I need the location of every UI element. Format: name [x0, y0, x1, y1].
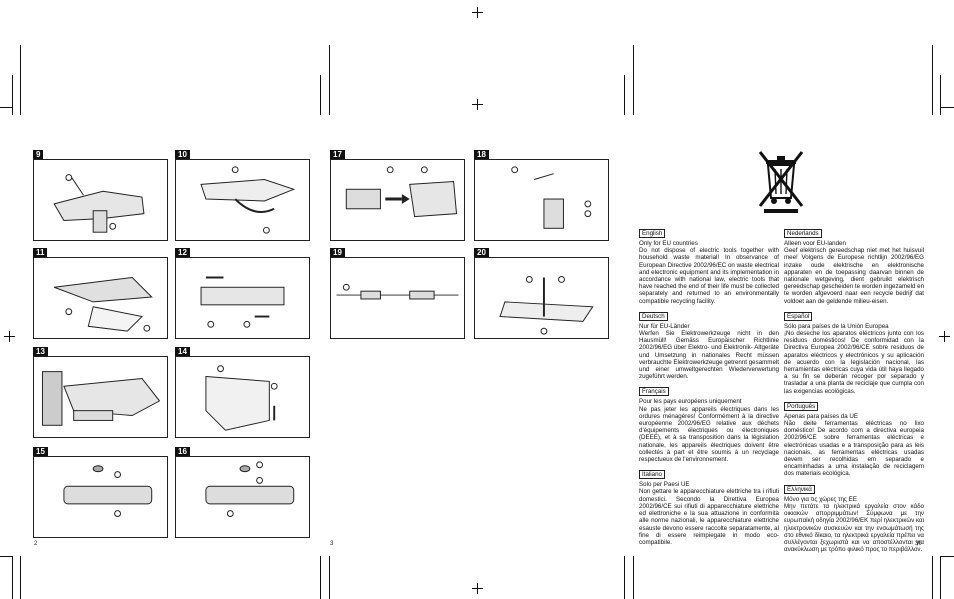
language-heading: Nederlands	[784, 229, 822, 238]
crossed-out-bin-icon	[752, 148, 810, 214]
language-subheading: Pour les pays européens uniquement	[639, 398, 742, 406]
language-subheading: Apenas para países da UE	[784, 412, 858, 420]
language-heading: Italiano	[639, 470, 665, 480]
tool-illustration	[499, 276, 594, 335]
tool-illustration	[200, 166, 296, 234]
figure-number: 19	[330, 248, 345, 257]
language-subheading: Only for EU countries	[639, 240, 698, 247]
figure-panel: 10	[175, 150, 310, 241]
page-number-right: 30	[915, 541, 922, 547]
language-heading: English	[639, 229, 666, 238]
figure-panel: 17	[330, 150, 465, 241]
language-body-text: Não deite ferramentas eléctricas no lixo…	[784, 420, 924, 478]
figure-panel: 15	[33, 447, 168, 538]
figure-panel: 16	[175, 447, 310, 538]
figure-number: 15	[33, 447, 48, 456]
language-heading: Français	[639, 387, 669, 397]
language-heading: Ελληνικά	[784, 484, 815, 494]
language-subheading: Sólo para países de la Unión Europea	[784, 322, 889, 330]
figure-number: 16	[175, 447, 190, 456]
language-heading: Español	[784, 311, 813, 321]
language-heading: Português	[784, 401, 819, 411]
tool-illustration	[53, 174, 145, 233]
tool-illustration	[200, 276, 285, 328]
tool-illustration	[336, 283, 459, 300]
language-body-text: Werfen Sie Elektrowerkzeuge nicht in den…	[639, 330, 779, 381]
figure-number: 9	[33, 150, 44, 159]
tool-illustration	[511, 166, 592, 229]
language-body-text: Ne pas jeter les appareils électriques d…	[639, 405, 779, 464]
figure-panel: 11	[33, 248, 168, 339]
language-body-text: Geef elektrisch gereedschap niet met het…	[784, 247, 925, 305]
language-body-text: Non gettare le apparecchiature elettrich…	[639, 488, 779, 546]
figure-number: 12	[175, 248, 190, 257]
figure-number: 17	[330, 150, 345, 159]
figure-panel: 13	[33, 347, 168, 438]
figure-panel: 14	[175, 347, 310, 438]
figure-panel: 19	[330, 248, 465, 339]
language-subheading: Μόνο για τις χώρες της ΕΕ	[784, 495, 857, 503]
tool-illustration	[53, 276, 153, 332]
figure-number: 14	[175, 347, 190, 356]
language-body-text: Μην πετάτε τα ηλεκτρικά εργαλεία στον κά…	[784, 502, 924, 554]
page-number-left: 2	[34, 541, 38, 547]
tool-illustration	[205, 461, 295, 517]
tool-illustration	[345, 166, 458, 218]
figure-panel: 18	[474, 150, 609, 241]
tool-illustration	[205, 365, 278, 431]
figure-panel: 20	[474, 248, 609, 339]
tool-illustration	[41, 371, 161, 426]
figure-number: 10	[175, 150, 190, 159]
language-subheading: Alleen voor EU-landen	[784, 240, 846, 247]
figure-number: 11	[33, 248, 48, 257]
language-subheading: Solo per Paesi UE	[639, 481, 690, 489]
figure-panel: 12	[175, 248, 310, 339]
language-heading: Deutsch	[639, 311, 668, 321]
tool-illustration	[63, 465, 153, 517]
figure-number: 18	[474, 150, 489, 159]
language-body-text: ¡No deseche los aparatos eléctricos junt…	[784, 330, 924, 395]
figure-panel: 9	[33, 150, 168, 241]
language-body-text: Do not dispose of electric tools togethe…	[639, 247, 779, 305]
figure-number: 13	[33, 347, 48, 356]
figure-number: 20	[474, 248, 489, 257]
page-number-middle: 3	[330, 541, 334, 547]
language-subheading: Nur für EU-Länder	[639, 322, 690, 330]
